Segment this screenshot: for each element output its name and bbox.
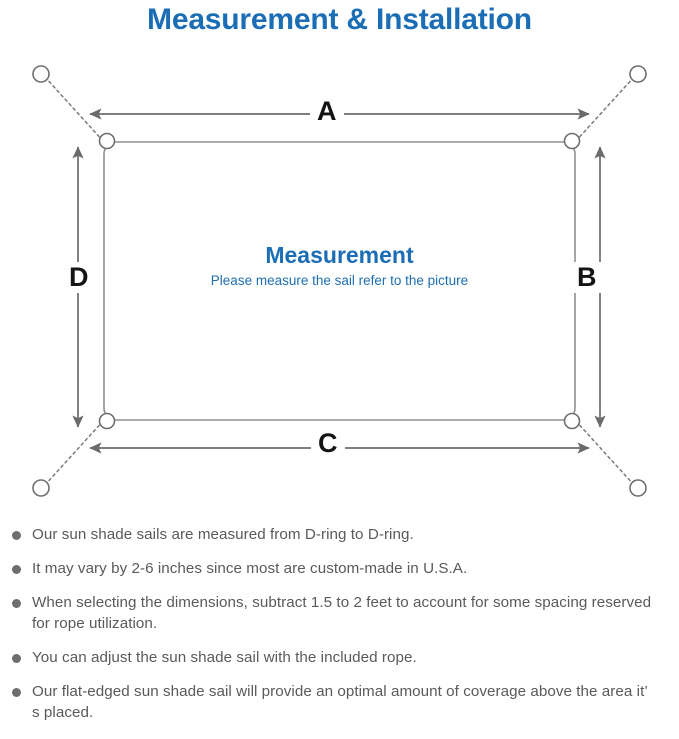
measurement-diagram xyxy=(32,65,647,497)
dimension-label-a: A xyxy=(310,96,344,127)
list-item: Our sun shade sails are measured from D-… xyxy=(0,524,679,545)
anchor-point-top-left xyxy=(32,65,50,83)
rope-line-top-right xyxy=(574,76,635,143)
note-text: It may vary by 2-6 inches since most are… xyxy=(32,560,468,577)
note-text: Our sun shade sails are measured from D-… xyxy=(32,526,414,543)
bullet-icon xyxy=(12,531,21,540)
note-text: Our flat-edged sun shade sail will provi… xyxy=(32,683,648,721)
dimension-label-b: B xyxy=(570,262,604,293)
anchor-point-top-right xyxy=(629,65,647,83)
dimension-label-c: C xyxy=(311,428,345,459)
bullet-icon xyxy=(12,565,21,574)
bullet-icon xyxy=(12,688,21,697)
d-ring-bottom-left xyxy=(98,412,116,430)
d-ring-top-right xyxy=(563,132,581,150)
rope-lines xyxy=(44,76,635,486)
shade-sail-outline xyxy=(103,141,576,421)
list-item: When selecting the dimensions, subtract … xyxy=(0,592,679,634)
note-text: You can adjust the sun shade sail with t… xyxy=(32,649,417,666)
notes-list: Our sun shade sails are measured from D-… xyxy=(0,524,679,736)
d-ring-bottom-right xyxy=(563,412,581,430)
rope-line-top-left xyxy=(44,76,105,143)
rope-line-bottom-left xyxy=(44,419,105,486)
dimension-label-d: D xyxy=(62,262,96,293)
list-item: It may vary by 2-6 inches since most are… xyxy=(0,558,679,579)
page-title: Measurement & Installation xyxy=(147,3,532,36)
d-ring-top-left xyxy=(98,132,116,150)
note-text: When selecting the dimensions, subtract … xyxy=(32,594,652,632)
anchor-points xyxy=(32,65,647,497)
bullet-icon xyxy=(12,654,21,663)
list-item: You can adjust the sun shade sail with t… xyxy=(0,647,679,668)
bullet-icon xyxy=(12,599,21,608)
anchor-point-bottom-right xyxy=(629,479,647,497)
rope-line-bottom-right xyxy=(574,419,635,486)
anchor-point-bottom-left xyxy=(32,479,50,497)
d-rings xyxy=(98,132,581,430)
list-item: Our flat-edged sun shade sail will provi… xyxy=(0,681,679,723)
